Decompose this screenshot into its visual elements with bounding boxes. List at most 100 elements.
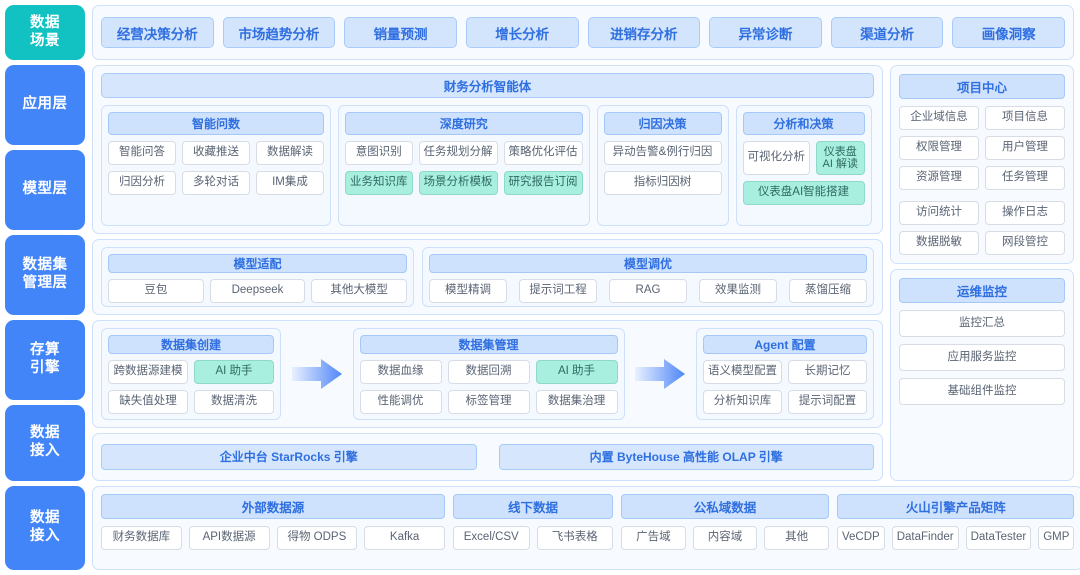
chip-effect-monitoring[interactable]: 效果监测: [699, 278, 777, 303]
scene-tab-4[interactable]: 进销存分析: [587, 17, 701, 48]
main-column: 财务分析智能体 智能问数 智能问答 收藏推送 数据解读 归因分析 多轮对话 IM…: [92, 65, 883, 481]
chip-anomaly-alert-attribution[interactable]: 异动告警&例行归因: [603, 141, 722, 165]
chip-prompt-engineering[interactable]: 提示词工程: [519, 278, 597, 303]
chip-model-finetune[interactable]: 模型精调: [429, 278, 507, 303]
group-dataset-creation-header: 数据集创建: [108, 335, 274, 354]
chip-tag-management[interactable]: 标签管理: [447, 390, 530, 414]
chip-missing-value-handling[interactable]: 缺失值处理: [108, 390, 188, 414]
chip-semantic-model-config[interactable]: 语义模型配置: [703, 360, 782, 384]
chip-multi-turn-dialog[interactable]: 多轮对话: [182, 171, 250, 195]
chip-api-data-source[interactable]: API数据源: [188, 526, 270, 550]
group-agent-config-header: Agent 配置: [703, 335, 867, 354]
chip-ad-domain[interactable]: 广告域: [621, 526, 686, 550]
chip-ai-assistant-manage[interactable]: AI 助手: [535, 360, 618, 384]
chip-business-knowledge-base[interactable]: 业务知识库: [345, 171, 413, 195]
scene-tab-3[interactable]: 增长分析: [465, 17, 579, 48]
chip-operation-log[interactable]: 操作日志: [985, 201, 1065, 225]
chip-user-management[interactable]: 用户管理: [985, 136, 1065, 160]
chip-feishu-sheet[interactable]: 飞书表格: [536, 526, 613, 550]
chip-infra-component-monitor[interactable]: 基础组件监控: [899, 378, 1065, 405]
chip-data-lineage[interactable]: 数据血缘: [359, 360, 442, 384]
chip-long-term-memory[interactable]: 长期记忆: [788, 360, 867, 384]
scene-tab-2[interactable]: 销量预测: [344, 17, 457, 48]
chip-resource-management[interactable]: 资源管理: [899, 166, 979, 190]
chip-excel-csv[interactable]: Excel/CSV: [453, 526, 530, 550]
chip-ai-assistant-create[interactable]: AI 助手: [194, 360, 274, 384]
scene-tab-6[interactable]: 渠道分析: [830, 17, 944, 48]
chip-permission-management[interactable]: 权限管理: [899, 136, 979, 160]
chip-strategy-evaluation[interactable]: 策略优化评估: [503, 141, 583, 165]
scene-tab-1[interactable]: 市场趋势分析: [222, 17, 336, 48]
chip-research-report-subscription[interactable]: 研究报告订阅: [503, 171, 583, 195]
group-model-adaptation-items: 豆包 Deepseek 其他大模型: [108, 278, 407, 303]
project-center-header: 项目中心: [899, 74, 1065, 99]
group-external-data-source-items: 财务数据库 API数据源 得物 ODPS Kafka: [101, 526, 445, 550]
chip-favorite-push[interactable]: 收藏推送: [182, 141, 250, 165]
chip-network-control[interactable]: 网段管控: [985, 231, 1065, 255]
scene-tab-7[interactable]: 画像洞察: [952, 17, 1065, 48]
chip-other-domain[interactable]: 其他: [764, 526, 830, 550]
group-volcano-engine-matrix-items: VeCDP DataFinder DataTester GMP: [837, 526, 1075, 550]
scene-tab-5[interactable]: 异常诊断: [709, 17, 822, 48]
chip-dashboard-ai-builder[interactable]: 仪表盘AI智能搭建: [742, 181, 865, 205]
ops-monitor-spacer: [899, 412, 1065, 472]
group-offline-data-items: Excel/CSV 飞书表格: [453, 526, 613, 550]
chip-analysis-knowledge-base[interactable]: 分析知识库: [703, 390, 782, 414]
chip-rag[interactable]: RAG: [609, 278, 687, 303]
chip-dewu-odps[interactable]: 得物 ODPS: [276, 526, 358, 550]
chip-enterprise-domain-info[interactable]: 企业域信息: [899, 106, 979, 130]
right-column: 项目中心 企业域信息 项目信息 权限管理 用户管理 资源管理 任务管理 访问统计…: [890, 65, 1074, 481]
chip-project-info[interactable]: 项目信息: [985, 106, 1065, 130]
chip-data-interpretation[interactable]: 数据解读: [256, 141, 324, 165]
scene-tab-0[interactable]: 经营决策分析: [101, 17, 214, 48]
chip-data-backtracking[interactable]: 数据回溯: [447, 360, 530, 384]
chip-distillation-compression[interactable]: 蒸馏压缩: [789, 278, 867, 303]
chip-content-domain[interactable]: 内容域: [692, 526, 758, 550]
flow-arrow-1-cell: [281, 328, 353, 420]
chip-app-service-monitor[interactable]: 应用服务监控: [899, 344, 1065, 371]
group-public-private-domain-data: 公私域数据 广告域 内容域 其他: [621, 494, 830, 562]
chip-im-integration[interactable]: IM集成: [256, 171, 324, 195]
group-external-data-source: 外部数据源 财务数据库 API数据源 得物 ODPS Kafka: [101, 494, 445, 562]
access-layer-row: 数据 接入 外部数据源 财务数据库 API数据源 得物 ODPS Kafka 线…: [5, 486, 1080, 570]
chip-task-planning[interactable]: 任务规划分解: [418, 141, 498, 165]
chip-intelligent-qa[interactable]: 智能问答: [108, 141, 176, 165]
layer-tag-access-line1: 数据: [30, 425, 60, 442]
chip-scenario-template[interactable]: 场景分析模板: [418, 171, 498, 195]
chip-attribution-analysis[interactable]: 归因分析: [108, 171, 176, 195]
chip-gmp[interactable]: GMP: [1038, 526, 1075, 550]
layer-tag-scene: 数据 场景: [5, 5, 85, 60]
chip-data-masking[interactable]: 数据脱敏: [899, 231, 979, 255]
group-agent-config-items: 语义模型配置 长期记忆 分析知识库 提示词配置: [703, 360, 867, 414]
chip-task-management[interactable]: 任务管理: [985, 166, 1065, 190]
chip-access-statistics[interactable]: 访问统计: [899, 201, 979, 225]
chip-starrocks-engine[interactable]: 企业中台 StarRocks 引擎: [101, 443, 477, 470]
chip-vecdp[interactable]: VeCDP: [837, 526, 885, 550]
chip-visual-analysis[interactable]: 可视化分析: [742, 141, 810, 175]
chip-doubao[interactable]: 豆包: [108, 278, 204, 303]
layer-tag-dataset-line1: 数据集: [22, 257, 68, 274]
chip-datatester[interactable]: DataTester: [965, 526, 1032, 550]
chip-monitor-summary[interactable]: 监控汇总: [899, 310, 1065, 337]
chip-metric-attribution-tree[interactable]: 指标归因树: [603, 171, 722, 195]
flow-arrow-2-cell: [625, 328, 697, 420]
chip-intent-recognition[interactable]: 意图识别: [345, 141, 413, 165]
chip-finance-database[interactable]: 财务数据库: [101, 526, 182, 550]
chip-kafka[interactable]: Kafka: [364, 526, 445, 550]
chip-bytehouse-olap-engine[interactable]: 内置 ByteHouse 高性能 OLAP 引擎: [498, 443, 874, 470]
chip-data-cleaning[interactable]: 数据清洗: [194, 390, 274, 414]
chip-performance-tuning[interactable]: 性能调优: [359, 390, 442, 414]
chip-cross-source-modeling[interactable]: 跨数据源建模: [108, 360, 188, 384]
scene-layer-row: 数据 场景 经营决策分析 市场趋势分析 销量预测 增长分析 进销存分析 异常诊断…: [5, 5, 1074, 60]
chip-other-llm[interactable]: 其他大模型: [311, 278, 407, 303]
chip-deepseek[interactable]: Deepseek: [209, 278, 306, 303]
layer-tag-access-bottom-line2: 接入: [30, 528, 60, 544]
chip-dataset-governance[interactable]: 数据集治理: [535, 390, 618, 414]
chip-prompt-config[interactable]: 提示词配置: [788, 390, 867, 414]
group-model-adaptation-header: 模型适配: [108, 253, 407, 273]
group-offline-data-header: 线下数据: [453, 494, 613, 519]
chip-datafinder[interactable]: DataFinder: [891, 526, 959, 550]
model-layer-panel: 模型适配 豆包 Deepseek 其他大模型 模型调优 模型精调 提示词工程 R…: [92, 238, 883, 315]
